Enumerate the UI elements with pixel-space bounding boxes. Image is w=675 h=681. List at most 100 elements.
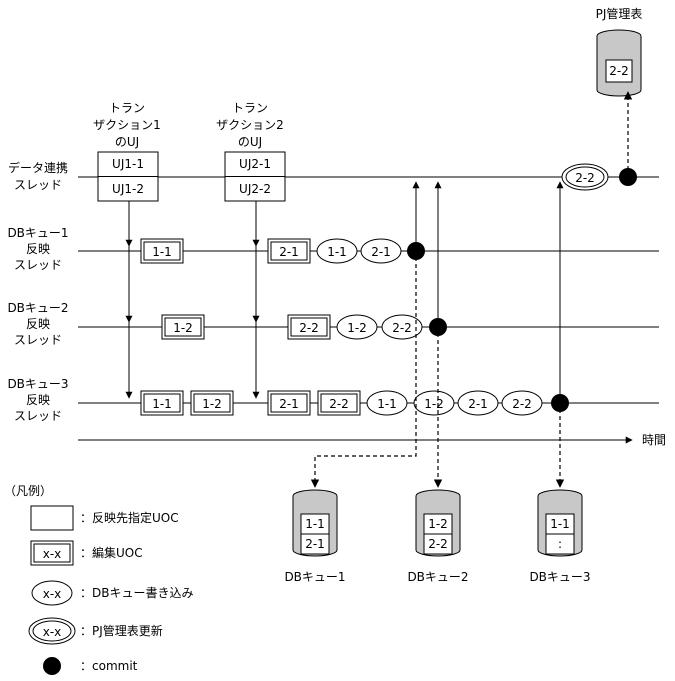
svg-text:DBキュー2: DBキュー2 [7,301,68,315]
svg-text:UJ1-1: UJ1-1 [112,157,144,171]
legend-item-pj-update: x-x ：PJ管理表更新 [28,617,163,645]
edit-uoc: 1-1 [140,238,184,264]
dash-to-dbq1 [310,257,417,488]
svg-text:2-2: 2-2 [329,397,349,411]
pj-table-value: 2-2 [609,64,629,78]
svg-text:UJ2-1: UJ2-1 [239,157,271,171]
svg-text:2-2: 2-2 [299,321,319,335]
svg-text:：反映先指定UOC: ：反映先指定UOC [80,510,179,525]
svg-text:2-2: 2-2 [392,321,412,335]
legend-item-edit-uoc: x-x ：編集UOC [30,540,143,566]
dbq-write: 2-1 [360,238,402,264]
dbq-write: 2-2 [381,314,423,340]
dbq-write: 2-2 [501,390,543,416]
edit-uoc: 1-2 [161,314,205,340]
db-queue-2-label: DBキュー2 [407,570,468,584]
svg-text:：編集UOC: ：編集UOC [80,545,143,560]
commit-dot [551,394,569,412]
svg-text:x-x: x-x [43,547,62,561]
svg-text:のUJ: のUJ [238,135,262,149]
row-label-dbq1: DBキュー1 反映 スレッド [7,226,68,272]
svg-text:2-1: 2-1 [305,537,325,551]
svg-text:1-2: 1-2 [424,397,444,411]
svg-text:x-x: x-x [43,587,62,601]
uj2-box: UJ2-1 UJ2-2 [224,151,286,202]
svg-text:データ連携: データ連携 [8,160,68,175]
svg-text:ザクション1: ザクション1 [93,118,161,132]
svg-text:トラン: トラン [232,101,268,115]
uj1-box: UJ1-1 UJ1-2 [97,151,159,202]
svg-text:：DBキュー書き込み: ：DBキュー書き込み [80,586,193,600]
svg-text:スレッド: スレッド [14,258,62,272]
svg-text:1-2: 1-2 [428,517,448,531]
dbq-write: 2-1 [457,390,499,416]
edit-uoc: 2-1 [267,390,311,416]
svg-text:2-2: 2-2 [575,171,595,185]
pj-table-title: PJ管理表 [596,6,643,21]
legend-item-dbq-write: x-x ：DBキュー書き込み [31,580,193,606]
svg-text:スレッド: スレッド [14,333,62,347]
transaction1-header: トラン ザクション1 のUJ [93,101,161,149]
commit-dot [619,168,637,186]
edit-uoc: 2-2 [287,314,331,340]
svg-text:のUJ: のUJ [115,135,139,149]
svg-text:スレッド: スレッド [14,409,62,423]
db-queue-3: 1-1 : DBキュー3 [529,489,591,584]
svg-text:1-2: 1-2 [202,397,222,411]
svg-text:1-1: 1-1 [152,245,172,259]
dbq-write: 1-1 [366,390,408,416]
edit-uoc: 1-1 [140,390,184,416]
legend-item-commit: ：commit [43,657,138,675]
svg-text:UJ2-2: UJ2-2 [239,182,271,196]
svg-text:2-1: 2-1 [371,245,391,259]
commit-dot [429,318,447,336]
dbq-write: 1-2 [336,314,378,340]
svg-text:2-2: 2-2 [512,397,532,411]
svg-text:ザクション2: ザクション2 [216,118,284,132]
edit-uoc: 2-2 [317,390,361,416]
svg-text:UJ1-2: UJ1-2 [112,182,144,196]
legend: （凡例） ：反映先指定UOC x-x ：編集UOC x-x ：DBキュー書き込み… [4,484,193,675]
dbq-write: 1-1 [316,238,358,264]
edit-uoc: 2-1 [267,238,311,264]
svg-text:1-1: 1-1 [327,245,347,259]
row-label-data-link: データ連携 スレッド [8,160,68,192]
db-queue-1: 1-1 2-1 DBキュー1 [284,489,346,584]
svg-text:反映: 反映 [26,317,50,331]
commit-dot [407,242,425,260]
svg-text:1-1: 1-1 [377,397,397,411]
svg-text:2-1: 2-1 [468,397,488,411]
svg-text:1-1: 1-1 [550,517,570,531]
svg-text:スレッド: スレッド [14,178,62,192]
svg-text:DBキュー3: DBキュー3 [7,377,68,391]
pj-table-cylinder: 2-2 [596,29,642,97]
db-queue-1-label: DBキュー1 [284,570,345,584]
svg-text:DBキュー1: DBキュー1 [7,226,68,240]
svg-text:トラン: トラン [109,101,145,115]
svg-text:反映: 反映 [26,242,50,256]
db-queue-3-label: DBキュー3 [529,570,590,584]
svg-text:：PJ管理表更新: ：PJ管理表更新 [80,623,163,638]
svg-text:1-2: 1-2 [347,321,367,335]
svg-text:2-1: 2-1 [279,245,299,259]
svg-text:反映: 反映 [26,393,50,407]
time-label: 時間 [642,433,666,447]
svg-text:x-x: x-x [43,625,62,639]
row-label-dbq3: DBキュー3 反映 スレッド [7,377,68,423]
db-queue-2: 1-2 2-2 DBキュー2 [407,489,469,584]
svg-text:2-2: 2-2 [428,537,448,551]
svg-text:1-1: 1-1 [152,397,172,411]
legend-title: （凡例） [4,484,52,498]
transaction2-header: トラン ザクション2 のUJ [216,101,284,149]
svg-text:2-1: 2-1 [279,397,299,411]
pj-update: 2-2 [561,163,609,191]
svg-text:1-2: 1-2 [173,321,193,335]
svg-text::: : [558,537,562,551]
edit-uoc: 1-2 [190,390,234,416]
legend-item-dest-uoc: ：反映先指定UOC [30,505,179,531]
row-label-dbq2: DBキュー2 反映 スレッド [7,301,68,347]
dbq-write: 1-2 [413,390,455,416]
svg-text:：commit: ：commit [80,659,138,673]
svg-text:1-1: 1-1 [305,517,325,531]
